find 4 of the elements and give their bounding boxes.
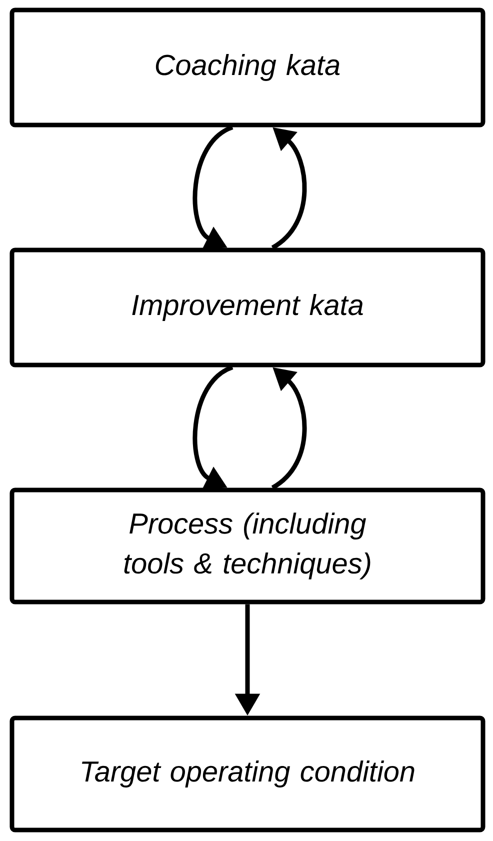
process-box: Target operating condition bbox=[10, 716, 486, 832]
process-box: Coaching kata bbox=[10, 8, 486, 128]
process-box: Process (including tools & techniques) bbox=[10, 488, 486, 604]
process-box: Improvement kata bbox=[10, 248, 486, 368]
